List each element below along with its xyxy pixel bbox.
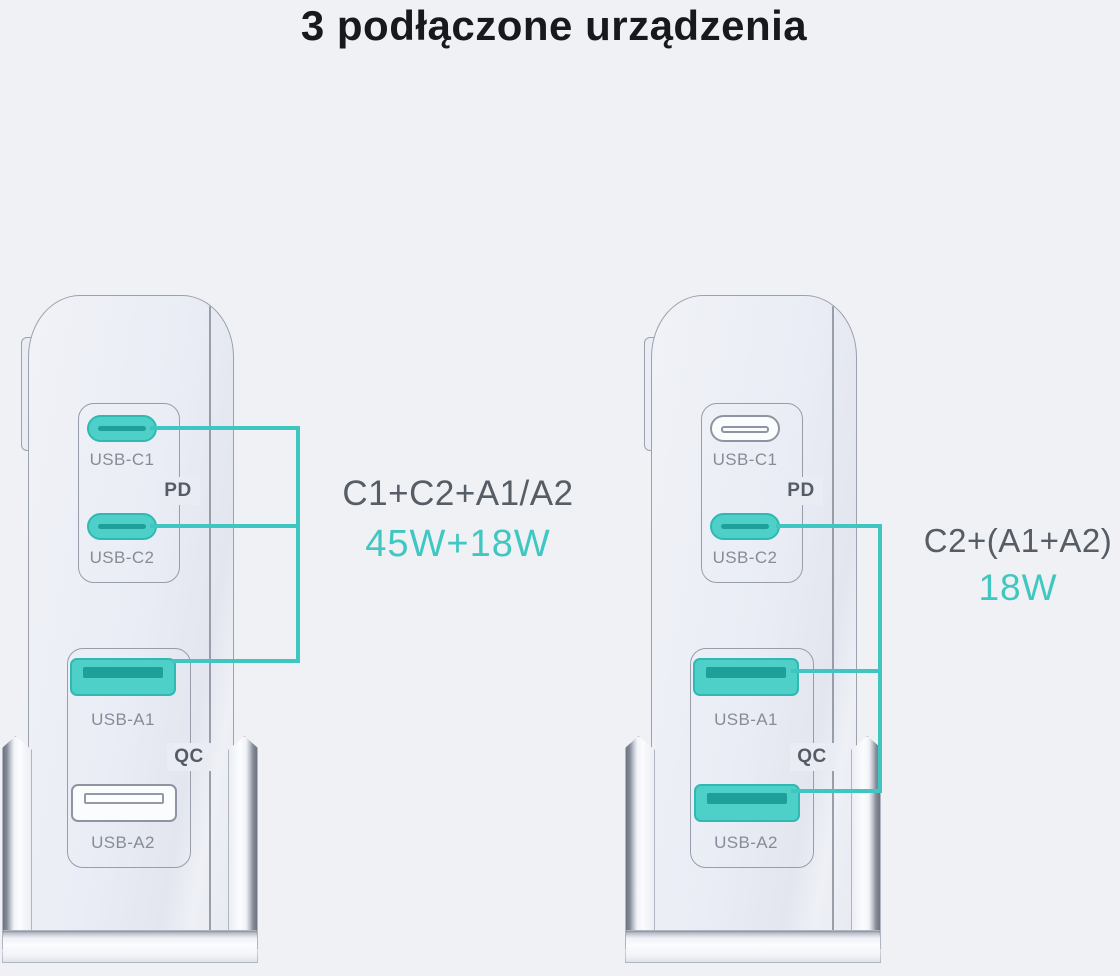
usb-a1-label: USB-A1 <box>91 710 155 729</box>
usb-a2-label: USB-A2 <box>91 833 155 852</box>
usb-a2-label: USB-A2 <box>714 833 778 852</box>
stand-base <box>2 930 258 963</box>
charger-left: USB-C1 PD USB-C2 USB-A1 QC USB-A2 <box>2 295 258 973</box>
power-output-text: 45W+18W <box>365 523 551 565</box>
pd-badge: PD <box>779 477 823 505</box>
usb-a2-port <box>694 784 800 822</box>
usb-c1-port-slot <box>721 425 769 433</box>
charger-edge-line <box>209 306 211 937</box>
usb-c2-port-slot <box>721 523 769 529</box>
usb-a2-port-slot <box>84 793 164 804</box>
connector-line-c1 <box>150 426 300 430</box>
connector-line-a1 <box>172 659 300 663</box>
usb-c2-port <box>87 513 157 540</box>
usb-c1-label: USB-C1 <box>712 450 778 469</box>
connector-line-c2 <box>150 524 300 528</box>
annotation-left: C1+C2+A1/A2 45W+18W <box>330 474 586 566</box>
stand-left-post <box>625 736 655 949</box>
usb-c2-label: USB-C2 <box>89 548 155 567</box>
usb-c1-port <box>710 415 780 442</box>
page-title: 3 podłączone urządzenia <box>300 2 808 49</box>
stand-right-post <box>851 736 881 949</box>
stand-left-post <box>2 736 32 949</box>
connector-line-c2 <box>776 524 882 528</box>
qc-badge: QC <box>790 743 834 771</box>
usb-a1-port <box>693 658 799 696</box>
power-output-text: 18W <box>978 567 1058 608</box>
usb-c2-port-slot <box>98 523 146 529</box>
pd-badge: PD <box>156 477 200 505</box>
stand-base <box>625 930 881 963</box>
charger-body <box>651 295 857 952</box>
connector-line-vertical-left <box>296 426 300 663</box>
annotation-right: C2+(A1+A2) 18W <box>912 522 1120 609</box>
port-combination-text: C2+(A1+A2) <box>923 522 1113 559</box>
charger-body <box>28 295 234 952</box>
qc-badge: QC <box>167 743 211 771</box>
charger-right: USB-C1 PD USB-C2 USB-A1 QC USB-A2 <box>625 295 881 973</box>
usb-a2-port-slot <box>707 793 787 804</box>
usb-a1-port-slot <box>83 667 163 678</box>
connector-line-vertical-right <box>878 524 882 793</box>
port-combination-text: C1+C2+A1/A2 <box>342 474 574 513</box>
usb-a2-port <box>71 784 177 822</box>
connector-line-a1 <box>791 669 882 673</box>
usb-a1-port <box>70 658 176 696</box>
stand-right-post <box>228 736 258 949</box>
usb-c1-label: USB-C1 <box>89 450 155 469</box>
usb-c2-port <box>710 513 780 540</box>
charger-edge-line <box>832 306 834 937</box>
usb-c2-label: USB-C2 <box>712 548 778 567</box>
usb-c1-port <box>87 415 157 442</box>
usb-a1-label: USB-A1 <box>714 710 778 729</box>
usb-c1-port-slot <box>98 425 146 431</box>
connector-line-a2 <box>791 789 882 793</box>
usb-a1-port-slot <box>706 667 786 678</box>
